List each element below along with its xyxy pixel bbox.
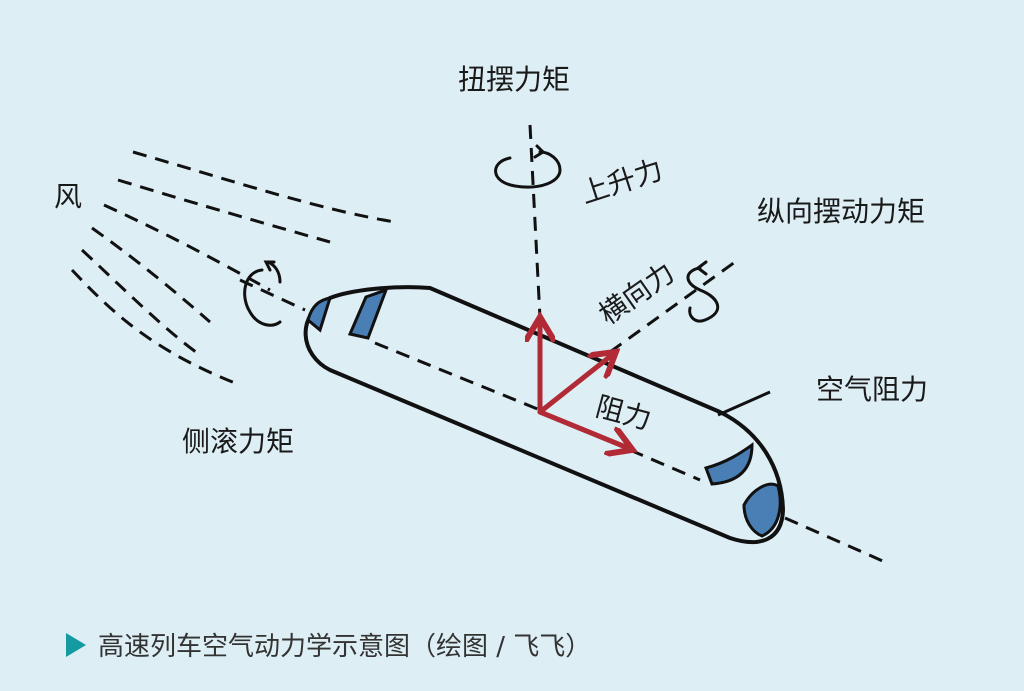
caption-text: 高速列车空气动力学示意图（绘图 / 飞飞）	[98, 632, 592, 662]
rear-end-window	[306, 296, 333, 333]
front-windshield	[742, 482, 782, 538]
air-resistance-leader	[717, 390, 771, 417]
rear-window	[347, 287, 389, 340]
train-centerline	[374, 341, 541, 412]
caption: 高速列车空气动力学示意图（绘图 / 飞飞）	[66, 626, 591, 663]
train-centerline-front	[629, 448, 701, 482]
longitudinal-axis-front	[784, 516, 886, 564]
wind-label: 风	[54, 180, 83, 213]
front-side-window	[704, 442, 754, 486]
roll-moment-label: 侧滚力矩	[182, 425, 295, 458]
rotation-arrow-icon	[243, 260, 282, 327]
lateral-force-arrow	[537, 355, 612, 415]
rotation-arrow-icon	[494, 144, 562, 189]
rotation-arrow-icon	[686, 260, 719, 323]
force-arrows	[540, 322, 628, 448]
air-resistance-label: 空气阻力	[816, 373, 929, 406]
yaw-moment-label: 扭摆力矩	[458, 63, 571, 96]
drag-arrow	[537, 409, 628, 448]
longitudinal-axis-rear	[239, 278, 306, 312]
lateral-axis	[609, 260, 736, 354]
caption-triangle-icon	[66, 632, 86, 657]
vertical-axis	[528, 124, 542, 319]
pitch-moment-label: 纵向摆动力矩	[757, 195, 926, 228]
wind-streamlines	[70, 150, 396, 387]
